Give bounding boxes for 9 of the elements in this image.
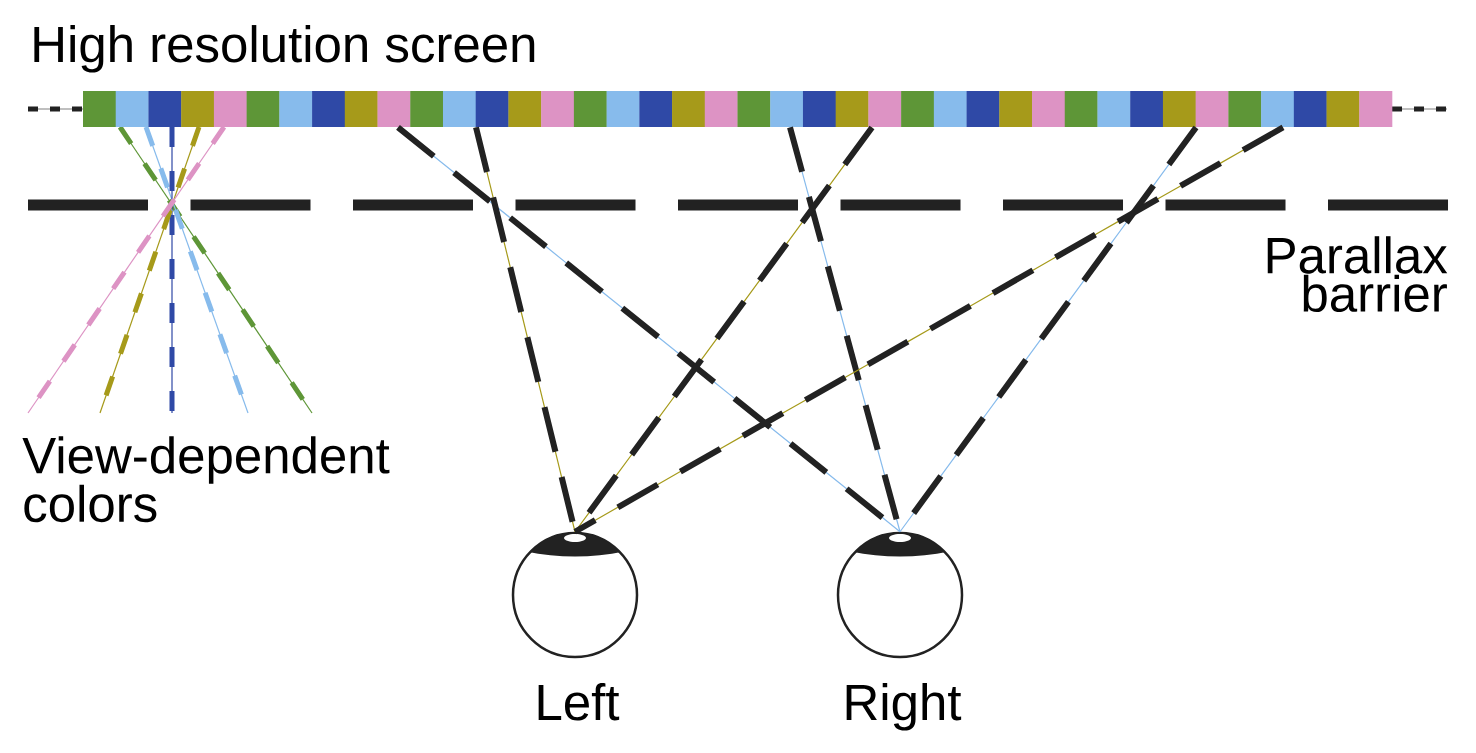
barrier-label: Parallax barrier <box>1267 236 1448 313</box>
eye-label: Right <box>846 683 962 731</box>
eye-label: Left <box>538 683 620 721</box>
light-ray <box>787 126 903 533</box>
light-ray <box>897 125 1199 534</box>
colors-label: View-dependent colors <box>22 436 390 523</box>
light-ray <box>573 124 1285 535</box>
light-ray <box>473 126 578 533</box>
screen-title: High resolution screen <box>34 25 535 73</box>
